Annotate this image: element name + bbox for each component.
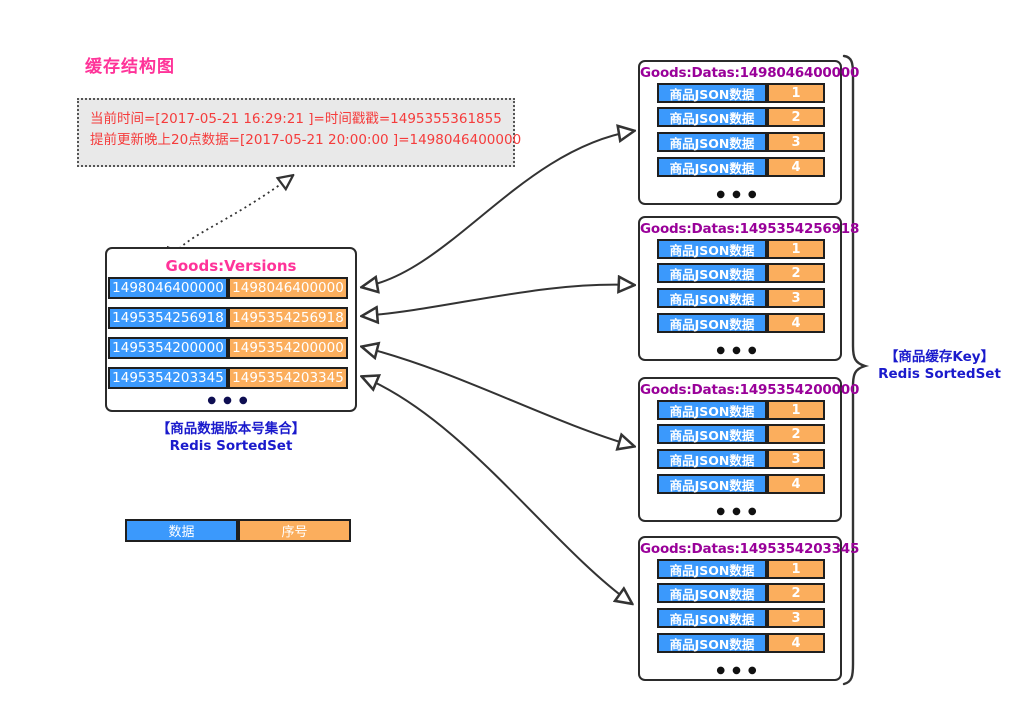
datas-seq-cell: 4: [767, 633, 825, 653]
goods-versions-title: Goods:Versions: [165, 257, 297, 275]
goods-datas-title: Goods:Datas:1495354200000: [640, 382, 860, 398]
cache-key-caption-line1: 【商品缓存Key】: [884, 349, 995, 365]
goods-datas-box-1: Goods:Datas:1498046400000 商品JSON数据 1 商品J…: [638, 60, 860, 205]
datas-row: 商品JSON数据 4: [657, 474, 825, 494]
datas-row: 商品JSON数据 4: [657, 633, 825, 653]
ellipsis: ●●●: [716, 665, 764, 676]
datas-json-cell: 商品JSON数据: [657, 263, 767, 283]
arrow-version3-to-datas3: [363, 347, 633, 446]
datas-json-cell: 商品JSON数据: [657, 313, 767, 333]
goods-datas-title: Goods:Datas:1495354256918: [640, 221, 860, 237]
datas-json-cell: 商品JSON数据: [657, 132, 767, 152]
datas-row: 商品JSON数据 4: [657, 313, 825, 333]
datas-seq-cell: 3: [767, 288, 825, 308]
ellipsis: ●●●: [716, 189, 764, 200]
version-row: 1498046400000 1498046400000: [108, 277, 348, 299]
version-row: 1495354200000 1495354200000: [108, 337, 348, 359]
goods-datas-box-3: Goods:Datas:1495354200000 商品JSON数据 1 商品J…: [638, 377, 860, 522]
ellipsis: ●●●: [716, 345, 764, 356]
versions-caption: 【商品数据版本号集合】 Redis SortedSet: [105, 421, 357, 455]
datas-json-cell: 商品JSON数据: [657, 83, 767, 103]
datas-row: 商品JSON数据 3: [657, 132, 825, 152]
datas-seq-cell: 2: [767, 263, 825, 283]
version-data-cell: 1495354200000: [108, 337, 228, 359]
timestamp-note-box: 当前时间=[2017-05-21 16:29:21 ]=时间戳戳=1495355…: [77, 98, 522, 167]
datas-row: 商品JSON数据 2: [657, 424, 825, 444]
datas-row: 商品JSON数据 2: [657, 263, 825, 283]
goods-datas-title: Goods:Datas:1495354203345: [640, 541, 860, 557]
version-data-cell: 1495354203345: [108, 367, 228, 389]
datas-seq-cell: 4: [767, 313, 825, 333]
datas-seq-cell: 3: [767, 449, 825, 469]
datas-json-cell: 商品JSON数据: [657, 424, 767, 444]
datas-seq-cell: 1: [767, 83, 825, 103]
versions-caption-line2: Redis SortedSet: [169, 438, 293, 454]
datas-row: 商品JSON数据 1: [657, 400, 825, 420]
version-score-cell: 1495354200000: [228, 337, 348, 359]
datas-seq-cell: 2: [767, 583, 825, 603]
version-data-cell: 1495354256918: [108, 307, 228, 329]
goods-versions-box: Goods:Versions 1498046400000 14980464000…: [105, 247, 357, 412]
datas-seq-cell: 4: [767, 157, 825, 177]
page-title: 缓存结构图: [85, 57, 175, 77]
datas-row: 商品JSON数据 3: [657, 449, 825, 469]
version-score-cell: 1495354203345: [228, 367, 348, 389]
datas-row: 商品JSON数据 2: [657, 583, 825, 603]
datas-seq-cell: 4: [767, 474, 825, 494]
versions-caption-line1: 【商品数据版本号集合】: [156, 421, 306, 437]
datas-seq-cell: 1: [767, 559, 825, 579]
datas-row: 商品JSON数据 1: [657, 559, 825, 579]
datas-json-cell: 商品JSON数据: [657, 400, 767, 420]
datas-json-cell: 商品JSON数据: [657, 239, 767, 259]
datas-json-cell: 商品JSON数据: [657, 633, 767, 653]
goods-datas-title: Goods:Datas:1498046400000: [640, 65, 860, 81]
ellipsis: ●●●: [716, 506, 764, 517]
version-score-cell: 1498046400000: [228, 277, 348, 299]
datas-json-cell: 商品JSON数据: [657, 107, 767, 127]
datas-json-cell: 商品JSON数据: [657, 559, 767, 579]
goods-datas-box-4: Goods:Datas:1495354203345 商品JSON数据 1 商品J…: [638, 536, 860, 681]
version-data-cell: 1498046400000: [108, 277, 228, 299]
datas-row: 商品JSON数据 1: [657, 239, 825, 259]
version-row: 1495354203345 1495354203345: [108, 367, 348, 389]
legend: 数据 序号: [125, 519, 351, 542]
datas-json-cell: 商品JSON数据: [657, 583, 767, 603]
datas-row: 商品JSON数据 1: [657, 83, 825, 103]
arrow-version4-to-datas4: [363, 377, 631, 603]
datas-seq-cell: 2: [767, 107, 825, 127]
datas-json-cell: 商品JSON数据: [657, 608, 767, 628]
datas-seq-cell: 1: [767, 239, 825, 259]
datas-seq-cell: 2: [767, 424, 825, 444]
datas-seq-cell: 3: [767, 132, 825, 152]
cache-key-caption-line2: Redis SortedSet: [878, 366, 1001, 382]
note-line-update-time: 提前更新晚上20点数据=[2017-05-21 20:00:00 ]=14980…: [90, 132, 522, 148]
cache-key-caption: 【商品缓存Key】 Redis SortedSet: [862, 349, 1017, 383]
ellipsis: ●●●: [207, 395, 255, 406]
version-score-cell: 1495354256918: [228, 307, 348, 329]
legend-data-cell: 数据: [125, 519, 238, 542]
datas-seq-cell: 3: [767, 608, 825, 628]
datas-json-cell: 商品JSON数据: [657, 474, 767, 494]
datas-seq-cell: 1: [767, 400, 825, 420]
legend-seq-cell: 序号: [238, 519, 351, 542]
datas-json-cell: 商品JSON数据: [657, 157, 767, 177]
goods-datas-box-2: Goods:Datas:1495354256918 商品JSON数据 1 商品J…: [638, 216, 860, 361]
datas-row: 商品JSON数据 4: [657, 157, 825, 177]
datas-json-cell: 商品JSON数据: [657, 449, 767, 469]
datas-row: 商品JSON数据 3: [657, 608, 825, 628]
datas-row: 商品JSON数据 2: [657, 107, 825, 127]
note-line-current-time: 当前时间=[2017-05-21 16:29:21 ]=时间戳戳=1495355…: [90, 111, 502, 127]
datas-row: 商品JSON数据 3: [657, 288, 825, 308]
version-row: 1495354256918 1495354256918: [108, 307, 348, 329]
datas-json-cell: 商品JSON数据: [657, 288, 767, 308]
arrow-version2-to-datas2: [363, 285, 633, 316]
